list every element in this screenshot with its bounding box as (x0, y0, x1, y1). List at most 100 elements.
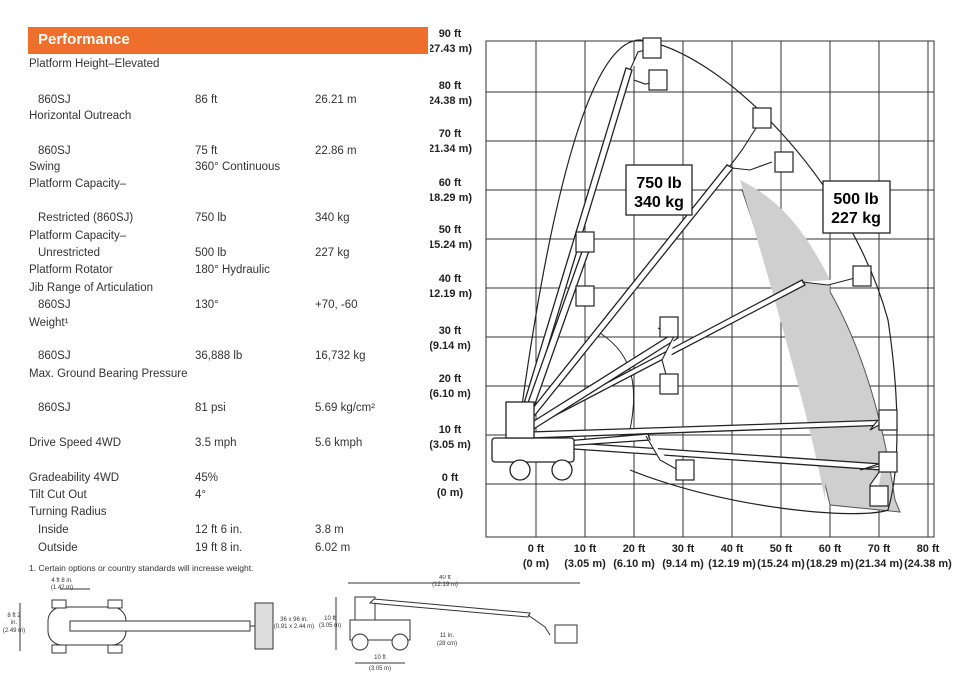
spec-label: Tilt Cut Out (29, 489, 87, 501)
spec-value-imperial: 19 ft 8 in. (195, 542, 243, 554)
spec-value-metric: +70, -60 (315, 299, 358, 311)
y-tick-ft: 60 ft (439, 177, 462, 189)
x-tick-ft: 0 ft (528, 543, 545, 555)
y-tick-m: 24.38 m) (430, 95, 472, 107)
top-width-metric: (2.49 m) (3, 628, 25, 634)
y-tick-ft: 20 ft (439, 373, 462, 385)
spec-label: 860SJ (38, 402, 71, 414)
spec-label: Platform Rotator (29, 264, 113, 276)
spec-label: 860SJ (38, 350, 71, 362)
y-tick-m: 21.34 m) (430, 143, 472, 155)
spec-value-imperial: 81 psi (195, 402, 226, 414)
spec-value-metric: 6.02 m (315, 542, 351, 554)
spec-value-imperial: 36,888 lb (195, 350, 243, 362)
side-view-drawing (335, 582, 580, 664)
stowed-height-metric: (3.05 m) (319, 623, 341, 629)
platform-size-metric: (0.91 x 2.44 m) (274, 624, 314, 630)
y-tick-m: (0 m) (437, 487, 464, 499)
spec-label: Horizontal Outreach (29, 110, 132, 122)
spec-value-metric: 16,732 kg (315, 350, 366, 362)
spec-label: Inside (38, 524, 69, 536)
y-tick-m: (9.14 m) (430, 340, 471, 352)
dimension-drawings: 4 ft 8 in. (1.42 m) 8 ft 2 in. (2.49 m) … (3, 575, 580, 672)
spec-label: 860SJ (38, 299, 71, 311)
x-tick-m: (6.10 m) (613, 558, 655, 570)
y-tick-ft: 50 ft (439, 224, 462, 236)
spec-value-metric: 26.21 m (315, 94, 357, 106)
spec-value-metric: 340 kg (315, 212, 350, 224)
spec-label: Restricted (860SJ) (38, 212, 134, 224)
y-tick-ft: 90 ft (439, 28, 462, 40)
capacity-restricted-kg: 340 kg (634, 194, 684, 211)
x-tick-ft: 50 ft (770, 543, 793, 555)
y-tick-m: 15.24 m) (430, 239, 472, 251)
x-tick-ft: 20 ft (623, 543, 646, 555)
spec-label: Jib Range of Articulation (29, 282, 154, 294)
x-tick-ft: 10 ft (574, 543, 597, 555)
spec-value-imperial: 86 ft (195, 94, 218, 106)
platform-size-label: 36 x 96 in. (280, 617, 308, 623)
spec-label: Unrestricted (38, 247, 100, 259)
performance-title: Performance (38, 31, 130, 48)
spec-value-imperial: 130° (195, 299, 219, 311)
spec-value-imperial: 750 lb (195, 212, 227, 224)
spec-label: Platform Capacity– (29, 178, 127, 190)
spec-value-metric: 3.8 m (315, 524, 344, 536)
top-length-metric: (1.42 m) (51, 585, 73, 591)
x-tick-ft: 70 ft (868, 543, 891, 555)
overall-length-label: 40 ft (439, 575, 451, 581)
x-tick-m: (0 m) (523, 558, 550, 570)
spec-label: 860SJ (38, 145, 71, 157)
spec-label: Turning Radius (29, 506, 107, 518)
working-range-diagram: 750 lb 340 kg 500 lb 227 kg 90 ft 27.43 … (430, 28, 952, 570)
machine-base (491, 401, 575, 481)
platform-icons (575, 37, 898, 507)
spec-value-imperial: 3.5 mph (195, 437, 237, 449)
y-tick-ft: 0 ft (442, 472, 459, 484)
x-tick-m: (21.34 m) (855, 558, 903, 570)
spec-value-metric: 5.69 kg/cm² (315, 402, 376, 414)
top-width-label: 8 ft 2 (7, 613, 21, 619)
x-tick-m: (3.05 m) (564, 558, 606, 570)
y-tick-ft: 40 ft (439, 273, 462, 285)
stowed-height-label: 10 ft (324, 616, 336, 622)
y-tick-m: 18.29 m) (430, 192, 472, 204)
y-tick-ft: 70 ft (439, 128, 462, 140)
spec-value-imperial: 360° Continuous (195, 161, 281, 173)
x-tick-m: (15.24 m) (757, 558, 805, 570)
weight-footnote: 1. Certain options or country standards … (29, 563, 254, 573)
wheelbase-label: 10 ft (374, 655, 386, 661)
x-tick-ft: 80 ft (917, 543, 940, 555)
y-tick-m: (6.10 m) (430, 388, 471, 400)
spec-value-imperial: 500 lb (195, 247, 227, 259)
ground-clearance-label: 11 in. (440, 633, 455, 639)
x-tick-ft: 30 ft (672, 543, 695, 555)
spec-value-imperial: 75 ft (195, 145, 218, 157)
capacity-unrestricted-lb: 500 lb (833, 191, 879, 208)
top-view-drawing (19, 588, 274, 654)
capacity-restricted-lb: 750 lb (636, 175, 682, 192)
spec-label: Outside (38, 542, 78, 554)
capacity-unrestricted-kg: 227 kg (831, 210, 881, 227)
spec-value-imperial: 180° Hydraulic (195, 264, 270, 276)
spec-value-metric: 227 kg (315, 247, 350, 259)
spec-label: Drive Speed 4WD (29, 437, 122, 449)
spec-value-metric: 5.6 kmph (315, 437, 363, 449)
performance-header: Performance (28, 27, 428, 54)
y-tick-ft: 30 ft (439, 325, 462, 337)
capacity-unrestricted-box: 500 lb 227 kg (822, 180, 891, 234)
spec-label: 860SJ (38, 94, 71, 106)
overall-length-metric: (12.19 m) (432, 582, 458, 588)
y-tick-m: (3.05 m) (430, 439, 471, 451)
spec-value-imperial: 12 ft 6 in. (195, 524, 243, 536)
x-tick-ft: 40 ft (721, 543, 744, 555)
x-tick-m: (18.29 m) (806, 558, 854, 570)
x-tick-ft: 60 ft (819, 543, 842, 555)
x-tick-m: (9.14 m) (662, 558, 704, 570)
wheelbase-metric: (3.05 m) (369, 666, 391, 672)
ground-clearance-metric: (28 cm) (437, 641, 457, 647)
x-axis-labels: 0 ft (0 m) 10 ft (3.05 m) 20 ft (6.10 m)… (523, 543, 952, 570)
top-length-label: 4 ft 8 in. (51, 578, 73, 584)
spec-value-metric: 22.86 m (315, 145, 357, 157)
x-tick-m: (12.19 m) (708, 558, 756, 570)
